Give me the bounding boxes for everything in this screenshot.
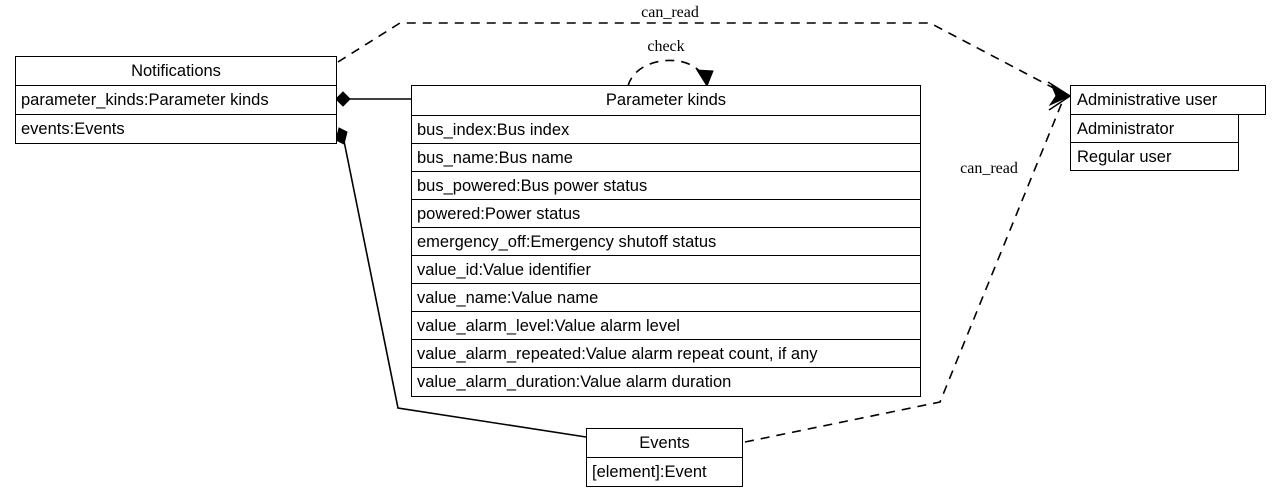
edge-label-can-read-top: can_read bbox=[641, 4, 699, 21]
class-attribute-row: value_alarm_level:Value alarm level bbox=[412, 312, 920, 340]
class-attribute-row: [element]:Event bbox=[587, 458, 742, 486]
class-attribute-row: Regular user bbox=[1070, 143, 1239, 171]
class-attribute-row: events:Events bbox=[16, 115, 336, 143]
edge-label-can-read-right: can_read bbox=[960, 160, 1018, 177]
edge-label-check: check bbox=[647, 38, 684, 55]
class-title-notifications: Notifications bbox=[16, 57, 336, 86]
class-attribute-row: powered:Power status bbox=[412, 200, 920, 228]
class-attribute-row: bus_index:Bus index bbox=[412, 116, 920, 144]
admin-arrow-barb-upper bbox=[1047, 81, 1071, 97]
class-attribute-row: bus_name:Bus name bbox=[412, 144, 920, 172]
edge-parameter-kinds-check-self bbox=[627, 59, 704, 87]
class-attribute-row: parameter_kinds:Parameter kinds bbox=[16, 86, 336, 115]
class-attribute-row: value_name:Value name bbox=[412, 284, 920, 312]
class-title-events: Events bbox=[587, 429, 742, 458]
class-attribute-row: value_alarm_duration:Value alarm duratio… bbox=[412, 368, 920, 396]
class-attribute-row: value_id:Value identifier bbox=[412, 256, 920, 284]
composition-diamond-parameter-kinds bbox=[335, 91, 351, 107]
edge-notifications-can-read-admin bbox=[337, 22, 1064, 94]
class-attribute-row: emergency_off:Emergency shutoff status bbox=[412, 228, 920, 256]
class-box-notifications[interactable]: Notifications parameter_kinds:Parameter … bbox=[15, 56, 337, 144]
class-title-administrative-user: Administrative user bbox=[1070, 85, 1266, 115]
class-title-parameter-kinds: Parameter kinds bbox=[412, 86, 920, 116]
class-attribute-row: bus_powered:Bus power status bbox=[412, 172, 920, 200]
class-box-administrative-user[interactable]: Administrative user Administrator Regula… bbox=[1070, 85, 1266, 171]
class-attribute-row: value_alarm_repeated:Value alarm repeat … bbox=[412, 340, 920, 368]
check-arrowhead bbox=[696, 69, 714, 88]
class-box-parameter-kinds[interactable]: Parameter kinds bus_index:Bus index bus_… bbox=[411, 85, 921, 397]
admin-user-arrowhead bbox=[1048, 84, 1072, 107]
class-attribute-row: Administrator bbox=[1070, 115, 1239, 143]
composition-diamond-events bbox=[335, 127, 348, 145]
admin-arrow-barb-lower bbox=[1048, 95, 1071, 111]
class-box-events[interactable]: Events [element]:Event bbox=[586, 428, 743, 487]
